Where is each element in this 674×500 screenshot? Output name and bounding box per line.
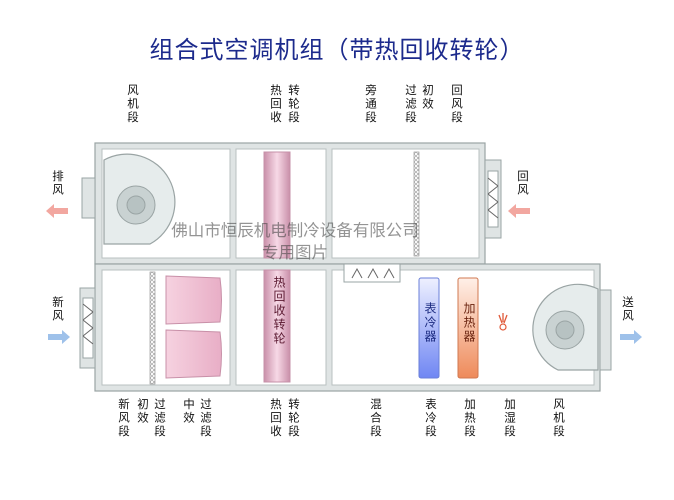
label-supply-air: 送风 xyxy=(621,296,635,323)
label-heater: 加热器 xyxy=(462,302,476,344)
primary-filter xyxy=(149,271,156,385)
label-exhaust: 排风 xyxy=(51,170,65,197)
cooling-coil xyxy=(418,277,440,379)
label-return-air: 回风 xyxy=(516,170,530,197)
fresh-air-damper xyxy=(79,287,96,369)
exhaust-arrow-icon xyxy=(46,204,68,218)
label-top-bypass-section: 旁通段 xyxy=(364,84,378,125)
label-cooler: 表冷器 xyxy=(423,302,437,344)
exhaust-outlet xyxy=(81,177,96,219)
label-bottom-medium-filter: 过滤段 xyxy=(199,398,213,439)
label-bottom-fresh-air-section: 新风段 xyxy=(117,398,131,439)
label-bottom-wheel-section: 转轮段 xyxy=(287,398,301,439)
label-bottom-fan-section: 风机段 xyxy=(552,398,566,439)
label-top-wheel-section: 转轮段 xyxy=(287,84,301,125)
watermark: 佛山市恒辰机电制冷设备有限公司 专用图片 xyxy=(130,220,460,264)
bypass-damper xyxy=(343,263,401,283)
wheel-upper-half xyxy=(263,151,291,259)
supply-fan xyxy=(532,283,599,371)
label-bottom-cooler-section: 表冷段 xyxy=(424,398,438,439)
label-top-fan-section: 风机段 xyxy=(126,84,140,125)
heating-coil xyxy=(457,277,479,379)
label-bottom-primary-filter: 过滤段 xyxy=(153,398,167,439)
watermark-line-1: 佛山市恒辰机电制冷设备有限公司 xyxy=(171,221,419,240)
return-air-damper xyxy=(484,159,502,239)
label-top-primary-eff: 初效 xyxy=(421,84,435,111)
label-bottom-mixing-section: 混合段 xyxy=(369,398,383,439)
label-bottom-heat-recovery: 热回收 xyxy=(269,398,283,439)
humidifier-icon xyxy=(498,313,508,331)
label-bottom-primary: 初效 xyxy=(136,398,150,425)
exhaust-fan xyxy=(103,153,176,245)
upper-filter xyxy=(413,151,420,257)
label-bottom-medium: 中效 xyxy=(182,398,196,425)
label-bottom-heating-section: 加热段 xyxy=(463,398,477,439)
label-bottom-humidify-section: 加湿段 xyxy=(503,398,517,439)
label-wheel: 热回收转轮 xyxy=(272,276,286,346)
supply-arrow-icon xyxy=(620,330,642,344)
label-top-filter-section: 过滤段 xyxy=(404,84,418,125)
medium-bag-filter xyxy=(165,275,222,379)
watermark-line-2: 专用图片 xyxy=(262,243,328,262)
return-arrow-icon xyxy=(508,204,530,218)
supply-outlet xyxy=(599,289,612,371)
label-fresh-air: 新风 xyxy=(51,296,65,323)
label-top-heat-recovery: 热回收 xyxy=(269,84,283,125)
page-title: 组合式空调机组（带热回收转轮） xyxy=(149,36,525,64)
fresh-air-arrow-icon xyxy=(48,330,70,344)
wheel-lower-half xyxy=(263,269,291,383)
label-top-return-air-section: 回风段 xyxy=(450,84,464,125)
